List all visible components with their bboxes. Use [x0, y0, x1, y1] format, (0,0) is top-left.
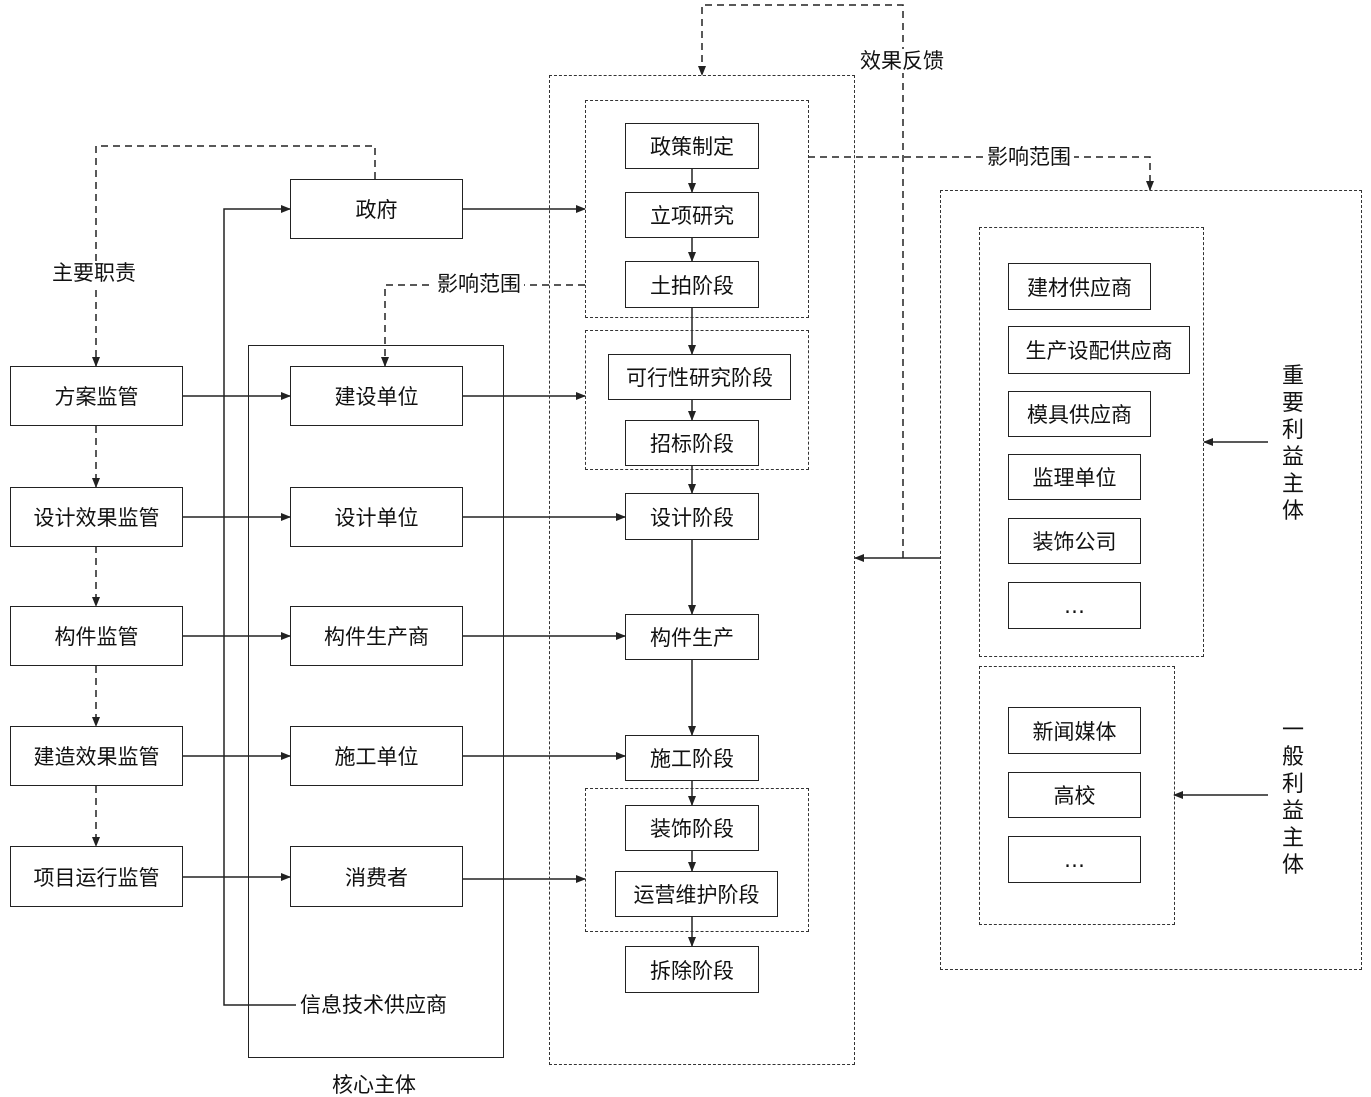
stakeholder-box: 建材供应商 — [1008, 263, 1151, 310]
supervision-box: 设计效果监管 — [10, 487, 183, 547]
stage-box: 拆除阶段 — [625, 946, 759, 993]
supervision-box: 构件监管 — [10, 606, 183, 666]
stakeholder-box: 生产设配供应商 — [1008, 326, 1190, 374]
stakeholder-box: 装饰公司 — [1008, 518, 1141, 564]
general-stakeholders-label: 一般利益主体 — [1281, 718, 1304, 878]
stakeholder-box: … — [1008, 582, 1141, 629]
core-unit-box: 建设单位 — [290, 366, 463, 426]
core-subject-label: 核心主体 — [332, 1073, 416, 1097]
stakeholders-frame — [940, 190, 1362, 970]
stage-box: 设计阶段 — [625, 493, 759, 540]
stakeholder-box: … — [1008, 836, 1141, 883]
main-duty-connector — [92, 145, 376, 367]
supervision-box: 项目运行监管 — [10, 846, 183, 907]
stage-box: 可行性研究阶段 — [608, 354, 791, 400]
stakeholder-box: 新闻媒体 — [1008, 707, 1141, 754]
stage-group-2-frame — [585, 330, 809, 470]
stage-box: 装饰阶段 — [625, 805, 759, 851]
lifecycle-frame — [549, 75, 855, 1065]
stage-group-3-frame — [585, 788, 809, 932]
main-duty-label: 主要职责 — [52, 261, 136, 285]
influence-right-connector — [808, 156, 1154, 191]
influence-scope-right-label: 影响范围 — [984, 145, 1074, 169]
it-supplier-connector — [223, 205, 296, 1006]
important-stakeholders-label: 重要利益主体 — [1281, 364, 1304, 524]
feedback-label: 效果反馈 — [858, 49, 946, 73]
supervision-box: 方案监管 — [10, 366, 183, 426]
supervision-box: 建造效果监管 — [10, 726, 183, 786]
stakeholder-box: 高校 — [1008, 772, 1141, 818]
core-subject-frame — [248, 345, 504, 1058]
stage-box: 招标阶段 — [625, 420, 759, 466]
stakeholder-box: 监理单位 — [1008, 454, 1141, 500]
general-stakeholders-frame — [979, 666, 1175, 925]
stage-box: 政策制定 — [625, 123, 759, 169]
stage-box: 运营维护阶段 — [615, 871, 778, 917]
core-unit-box: 设计单位 — [290, 487, 463, 547]
stage-group-1-frame — [585, 100, 809, 318]
stakeholder-box: 模具供应商 — [1008, 391, 1151, 437]
stage-box: 施工阶段 — [625, 735, 759, 781]
government-box: 政府 — [290, 179, 463, 239]
core-unit-box: 构件生产商 — [290, 606, 463, 666]
important-stakeholders-frame — [979, 227, 1204, 657]
core-unit-box: 施工单位 — [290, 726, 463, 786]
stage-box: 立项研究 — [625, 192, 759, 238]
core-unit-box: 消费者 — [290, 846, 463, 907]
stage-box: 构件生产 — [625, 614, 759, 660]
feedback-connector — [698, 4, 904, 558]
stage-box: 土拍阶段 — [625, 261, 759, 308]
it-supplier-label: 信息技术供应商 — [300, 993, 447, 1017]
influence-scope-left-label: 影响范围 — [434, 272, 524, 296]
